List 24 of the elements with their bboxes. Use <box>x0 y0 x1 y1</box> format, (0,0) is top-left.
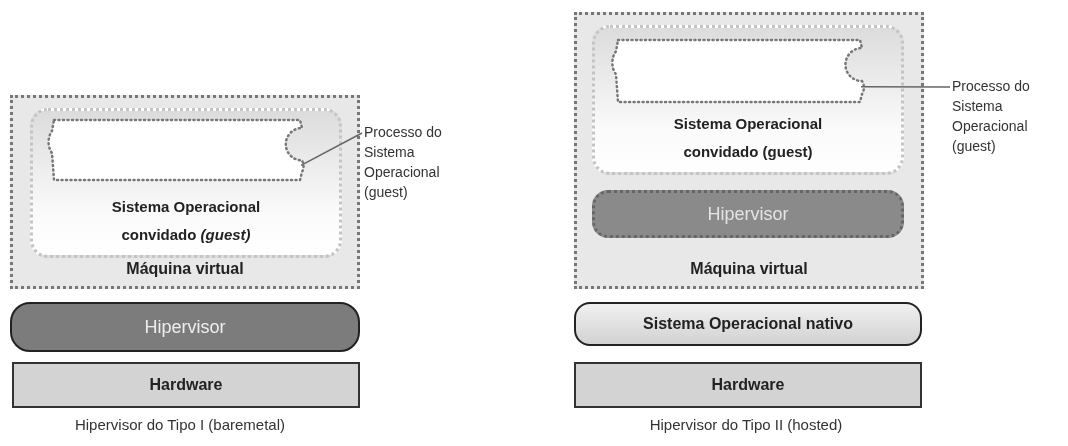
native-os-box <box>574 302 922 346</box>
hypervisor-box <box>592 190 904 238</box>
callout-text: Processo do Sistema Operacional (guest) <box>364 123 443 202</box>
hypervisor-box <box>10 302 360 352</box>
leader-line <box>860 86 951 88</box>
node-label: Sistema Operacional convidado (guest) <box>110 197 262 245</box>
node-label: Sistema Operacional convidado (guest) <box>672 114 824 162</box>
leader-line <box>300 132 363 167</box>
guest-os-box <box>30 108 342 258</box>
caption: Hipervisor do Tipo I (baremetal) <box>73 416 287 433</box>
node-label: Hardware <box>149 376 223 394</box>
node-label: Hardware <box>711 376 785 394</box>
node-label: Sistema Operacional nativo <box>643 315 853 333</box>
node-label: Máquina virtual <box>126 260 244 278</box>
virtual-machine-box <box>574 12 924 289</box>
hardware-box <box>12 362 360 408</box>
hardware-box <box>574 362 922 408</box>
callout-text: Processo do Sistema Operacional (guest) <box>952 77 1031 156</box>
node-label: Hipervisor <box>144 316 226 338</box>
node-label: Máquina virtual <box>690 260 808 278</box>
node-label: Hipervisor <box>707 203 789 225</box>
virtual-machine-box <box>10 95 360 289</box>
guest-os-box <box>592 25 904 175</box>
caption: Hipervisor do Tipo II (hosted) <box>648 416 844 433</box>
